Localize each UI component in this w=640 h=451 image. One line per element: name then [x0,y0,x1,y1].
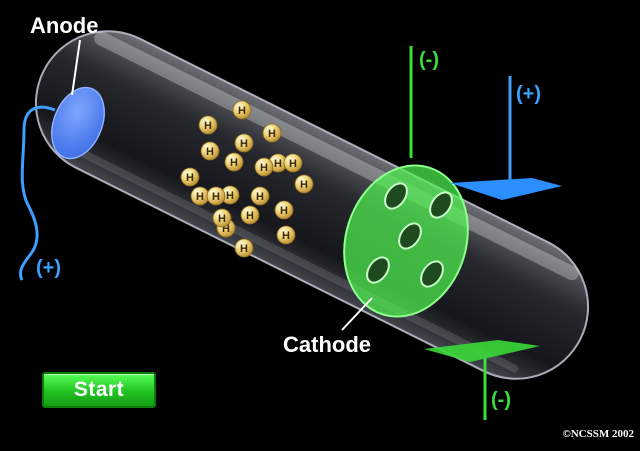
hydrogen-atom: H [250,186,270,206]
negative-plate-sign: (-) [491,389,511,411]
cathode-label: Cathode [283,332,371,357]
cathode-electrode [343,164,469,318]
anode-wire [18,105,56,281]
hydrogen-symbol: H [230,157,238,169]
hydrogen-symbol: H [300,179,308,191]
hydrogen-atom: H [283,153,303,173]
hydrogen-atom: H [234,238,254,258]
hydrogen-atom: H [274,200,294,220]
copyright-text: ©NCSSM 2002 [562,428,634,440]
hydrogen-atom: H [276,225,296,245]
hydrogen-atom: H [212,208,232,228]
anode-label: Anode [30,13,98,38]
cathode-hole [384,182,408,210]
hydrogen-symbol: H [260,162,268,174]
hydrogen-atom: H [224,152,244,172]
hydrogen-symbol: H [289,158,297,170]
anode-pointer [71,39,81,96]
cathode-wire-sign: (-) [419,49,439,71]
hydrogen-atom: H [254,157,274,177]
hydrogen-atom: H [232,100,252,120]
cathode-hole [398,222,422,250]
hydrogen-atom: H [240,205,260,225]
hydrogen-symbol: H [246,210,254,222]
hydrogen-symbol: H [226,190,234,202]
hydrogen-symbol: H [222,223,230,235]
hydrogen-atom: H [220,185,240,205]
anode-wire-sign: (+) [36,257,61,279]
hydrogen-symbol: H [204,120,212,132]
hydrogen-symbol: H [274,158,282,170]
hydrogen-symbol: H [280,205,288,217]
hydrogen-symbol: H [212,191,220,203]
hydrogen-atom: H [180,167,200,187]
hydrogen-symbol: H [240,138,248,150]
anode-electrode [51,86,105,160]
hydrogen-atom: H [200,141,220,161]
hydrogen-symbol: H [218,213,226,225]
cathode-hole [366,256,390,284]
hydrogen-symbol: H [256,191,264,203]
hydrogen-atom: H [190,186,210,206]
hydrogen-atom: H [294,174,314,194]
negative-plate [424,340,540,362]
hydrogen-symbol: H [240,243,248,255]
hydrogen-atom: H [206,186,226,206]
hydrogen-symbol: H [196,191,204,203]
hydrogen-symbol: H [238,105,246,117]
hydrogen-symbol: H [206,146,214,158]
positive-plate-sign: (+) [516,83,541,105]
start-button[interactable]: Start [42,372,156,408]
cathode-pointer [341,297,373,331]
cathode-hole [429,191,453,219]
hydrogen-symbol: H [186,172,194,184]
cathode-hole [420,260,444,288]
hydrogen-symbol: H [268,128,276,140]
hydrogen-atom: H [262,123,282,143]
hydrogen-atom: H [198,115,218,135]
hydrogen-symbol: H [282,230,290,242]
hydrogen-atom: H [234,133,254,153]
positive-plate [450,178,562,200]
